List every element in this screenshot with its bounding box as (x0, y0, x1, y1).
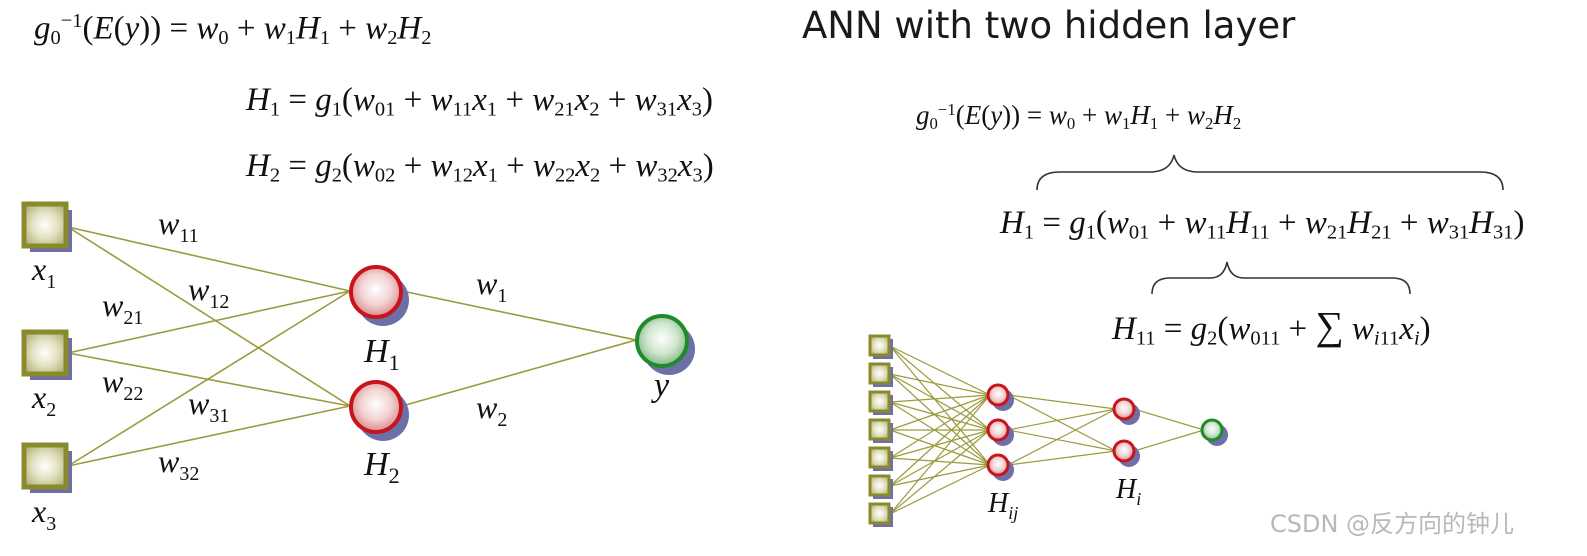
weight-w32: w32 (158, 443, 199, 485)
right-hidden1-node-1 (986, 383, 1014, 411)
h2-equation-left: H2 = g2(w02 + w12x1 + w22x2 + w32x3) (246, 148, 714, 187)
left-edges (67, 226, 637, 467)
label-x3: x3 (31, 493, 56, 535)
weight-w22: w22 (102, 363, 143, 405)
right-input-node-4 (868, 418, 893, 443)
right-hidden2-node-2 (1112, 439, 1140, 467)
diagram-title: ANN with two hidden layer (802, 4, 1296, 47)
h1-equation-left: H1 = g1(w01 + w11x1 + w21x2 + w31x3) (246, 82, 713, 121)
right-hidden1-node-2 (986, 418, 1014, 446)
h1-equation-right: H1 = g1(w01 + w11H11 + w21H21 + w31H31) (1000, 205, 1525, 244)
right-input-node-6 (868, 474, 893, 499)
input-node-x2 (21, 329, 72, 380)
output-node-y (635, 314, 695, 375)
label-x2: x2 (31, 379, 56, 421)
hidden-node-h1 (349, 265, 409, 326)
brace-top (1036, 154, 1504, 191)
weight-w31: w31 (188, 385, 229, 427)
right-input-node-5 (868, 446, 893, 471)
label-y: y (651, 367, 670, 404)
right-input-node-2 (868, 362, 893, 387)
input-node-x1 (21, 201, 72, 252)
right-input-node-7 (868, 502, 893, 527)
output-equation-left: g0−1(E(y)) = w0 + w1H1 + w2H2 (34, 10, 432, 49)
weight-w1: w1 (476, 265, 507, 307)
label-x1: x1 (31, 251, 56, 293)
right-hidden1-node-3 (986, 453, 1014, 481)
right-edges (889, 345, 1205, 515)
weight-w21: w21 (102, 287, 143, 329)
right-network (868, 334, 1228, 527)
label-hi: Hi (1115, 474, 1141, 509)
label-h1: H1 (363, 333, 400, 375)
label-hij: Hij (987, 488, 1018, 523)
hidden-node-h2 (349, 380, 409, 441)
h11-equation-right: H11 = g2(w011 + ∑ wi11xi) (1112, 304, 1431, 350)
weight-w12: w12 (188, 271, 229, 313)
right-output-node-1 (1200, 418, 1228, 446)
right-input-node-1 (868, 334, 893, 359)
brace-bottom (1151, 261, 1411, 295)
watermark: CSDN @反方向的钟儿 (1270, 510, 1515, 538)
right-input-node-3 (868, 390, 893, 415)
output-equation-right: g0−1(E(y)) = w0 + w1H1 + w2H2 (916, 100, 1242, 133)
label-h2: H2 (363, 446, 400, 488)
weight-w2: w2 (476, 389, 507, 431)
right-hidden2-node-1 (1112, 397, 1140, 425)
input-node-x3 (21, 442, 72, 493)
weight-w11: w11 (158, 205, 199, 247)
